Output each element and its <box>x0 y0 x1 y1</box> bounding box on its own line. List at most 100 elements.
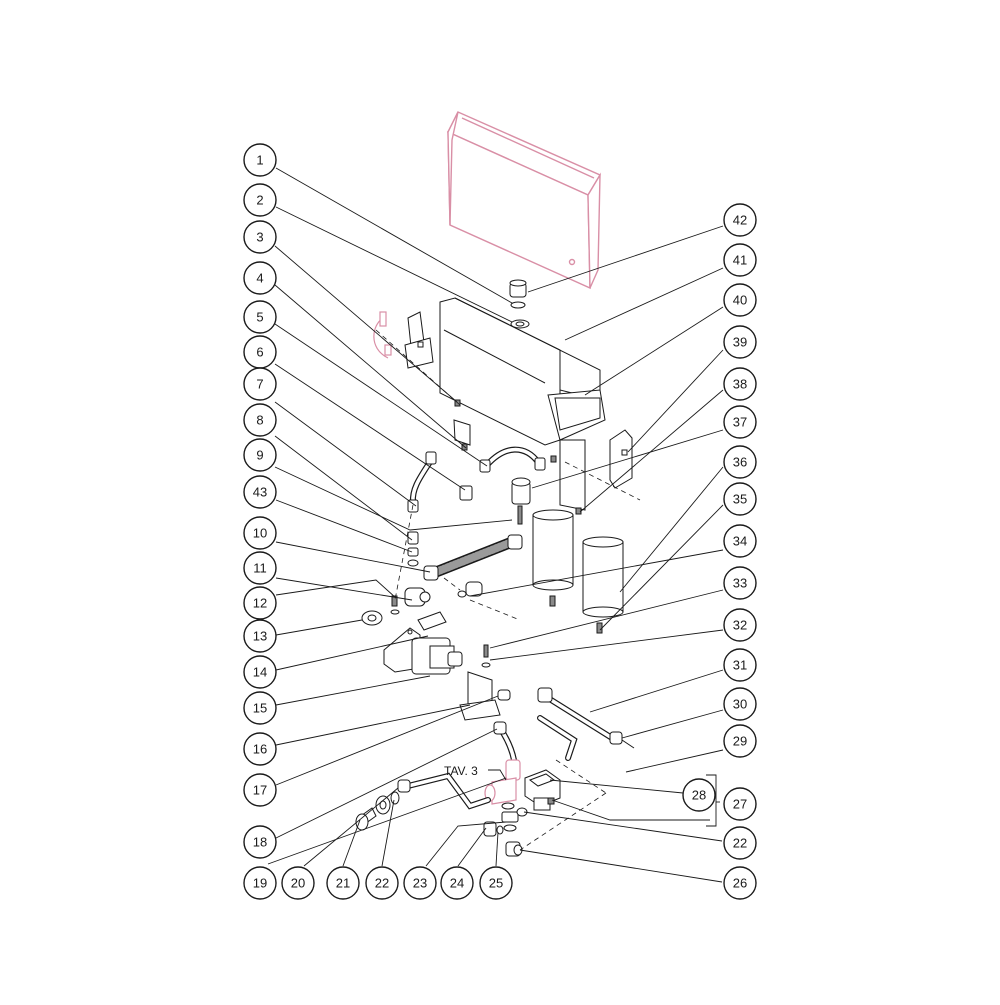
callout-circle <box>479 866 513 900</box>
callout-36: 36 <box>723 445 757 479</box>
cylinder-left <box>532 509 574 607</box>
callout-circle <box>243 438 277 472</box>
pump-assembly <box>383 611 463 675</box>
callout-number: 24 <box>450 876 464 891</box>
callout-circle <box>243 619 277 653</box>
callout-number: 34 <box>733 534 747 549</box>
callout-circle <box>682 778 716 812</box>
water-tank <box>447 111 602 290</box>
callout-circle <box>243 300 277 334</box>
callout-circle <box>243 551 277 585</box>
nut-13 <box>361 610 383 626</box>
callout-circle <box>243 367 277 401</box>
callout-number: 40 <box>733 293 747 308</box>
callout-number: 12 <box>253 596 267 611</box>
assembly-dashes <box>375 329 641 851</box>
left-bracket <box>404 311 434 369</box>
callout-number: 2 <box>256 193 263 208</box>
callout-number: 19 <box>253 876 267 891</box>
frame-panel <box>439 297 606 511</box>
callout-circle <box>723 445 757 479</box>
callout-number: 20 <box>291 876 305 891</box>
cylinder-right <box>582 536 624 634</box>
callout-17: 17 <box>243 773 277 807</box>
callout-circle <box>723 405 757 439</box>
callout-41: 41 <box>723 243 757 277</box>
callout-9: 9 <box>243 438 277 472</box>
callout-circle <box>243 403 277 437</box>
callout-31: 31 <box>723 648 757 682</box>
callout-2: 2 <box>243 183 277 217</box>
fittings-column <box>390 531 431 615</box>
callout-37: 37 <box>723 405 757 439</box>
callout-32: 32 <box>723 608 757 642</box>
callout-6: 6 <box>243 335 277 369</box>
callout-number: 13 <box>253 629 267 644</box>
callout-23: 23 <box>403 866 437 900</box>
callout-circle <box>243 261 277 295</box>
callout-number: 17 <box>253 783 267 798</box>
callout-number: 36 <box>733 455 747 470</box>
callout-39: 39 <box>723 325 757 359</box>
callout-number: 22 <box>733 836 747 851</box>
right-bracket <box>609 429 633 489</box>
callout-circle <box>243 655 277 689</box>
bent-tube <box>537 715 578 761</box>
callout-30: 30 <box>723 687 757 721</box>
callout-1: 1 <box>243 143 277 177</box>
left-fittings <box>355 791 400 831</box>
callout-10: 10 <box>243 516 277 550</box>
callout-25: 25 <box>479 866 513 900</box>
callout-number: 22 <box>375 876 389 891</box>
callout-circle <box>243 516 277 550</box>
callout-circle <box>723 566 757 600</box>
pink-valve <box>484 759 521 805</box>
callout-26: 26 <box>723 866 757 900</box>
callout-number: 21 <box>336 876 350 891</box>
callout-circle <box>243 475 277 509</box>
callout-38: 38 <box>723 367 757 401</box>
callout-circle <box>243 183 277 217</box>
callout-number: 4 <box>256 271 263 286</box>
callout-circle <box>723 482 757 516</box>
tank-outlet-fitting <box>509 279 530 329</box>
callout-40: 40 <box>723 283 757 317</box>
callout-4: 4 <box>243 261 277 295</box>
callout-22: 22 <box>723 826 757 860</box>
callout-circle <box>723 724 757 758</box>
callout-24: 24 <box>440 866 474 900</box>
callout-number: 29 <box>733 734 747 749</box>
callout-circle <box>365 866 399 900</box>
callout-number: 18 <box>253 835 267 850</box>
solenoid-valve <box>524 769 561 811</box>
callout-12: 12 <box>243 586 277 620</box>
callout-circle <box>326 866 360 900</box>
leader-lines <box>267 167 724 883</box>
pipe-30 <box>537 687 635 749</box>
callout-13: 13 <box>243 619 277 653</box>
callout-circle <box>723 283 757 317</box>
cross-reference-label: TAV. 3 <box>444 764 478 778</box>
callout-19: 19 <box>243 866 277 900</box>
callout-number: 7 <box>256 377 263 392</box>
callout-43: 43 <box>243 475 277 509</box>
callout-circle <box>281 866 315 900</box>
callout-number: 38 <box>733 377 747 392</box>
callout-number: 39 <box>733 335 747 350</box>
callout-33: 33 <box>723 566 757 600</box>
pipe-20 <box>397 772 491 810</box>
callout-circle <box>243 220 277 254</box>
callout-circle <box>723 608 757 642</box>
callout-circle <box>723 826 757 860</box>
callout-number: 3 <box>256 230 263 245</box>
callout-number: 41 <box>733 253 747 268</box>
cross-fittings <box>483 802 528 857</box>
callout-number: 9 <box>256 448 263 463</box>
callout-29: 29 <box>723 724 757 758</box>
callout-number: 25 <box>489 876 503 891</box>
callout-number: 27 <box>733 797 747 812</box>
callout-circle <box>243 143 277 177</box>
callout-circle <box>723 648 757 682</box>
